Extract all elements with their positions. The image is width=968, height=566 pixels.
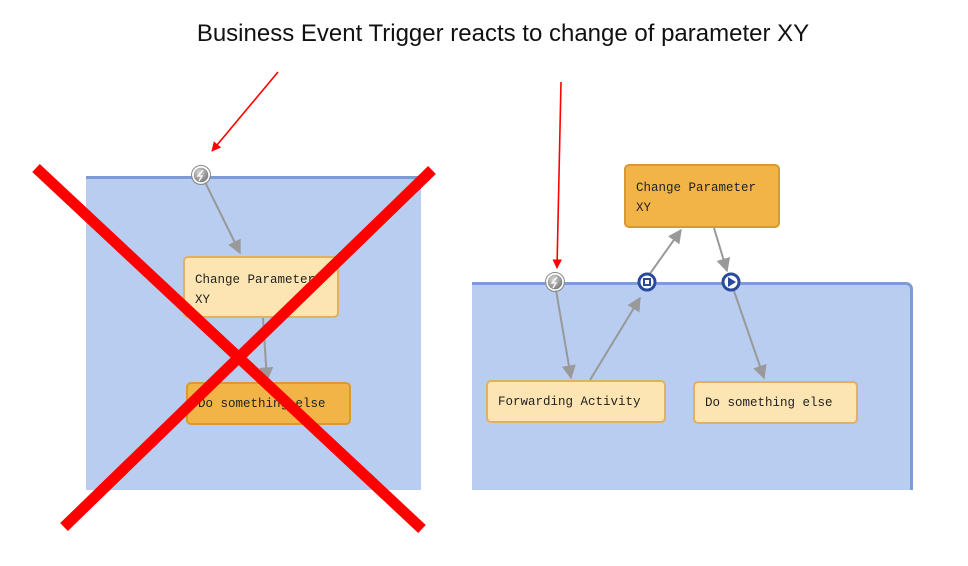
right-do-something-node[interactable]: Do something else (693, 381, 858, 424)
right-connector-stop-to-change (648, 228, 682, 276)
right-forwarding-activity-node[interactable]: Forwarding Activity (486, 380, 666, 423)
right-annotation-arrow (552, 81, 562, 269)
left-do-something-node[interactable]: Do something else (186, 382, 351, 425)
left-change-parameter-node[interactable]: Change Parameter XY (183, 256, 339, 318)
right-connector-change-to-play (713, 227, 731, 273)
node-label-line: Change Parameter (195, 273, 316, 287)
page-title: Business Event Trigger reacts to change … (196, 20, 810, 47)
right-change-parameter-node[interactable]: Change Parameter XY (624, 164, 780, 228)
node-label-line: XY (636, 201, 652, 215)
node-label-line: XY (195, 293, 211, 307)
node-label: Do something else (198, 396, 326, 411)
node-label: Forwarding Activity (498, 394, 641, 409)
left-annotation-arrow (211, 71, 279, 152)
left-pool-lane (86, 176, 421, 490)
node-label-line: Change Parameter (636, 181, 757, 195)
node-label: Do something else (705, 395, 833, 410)
